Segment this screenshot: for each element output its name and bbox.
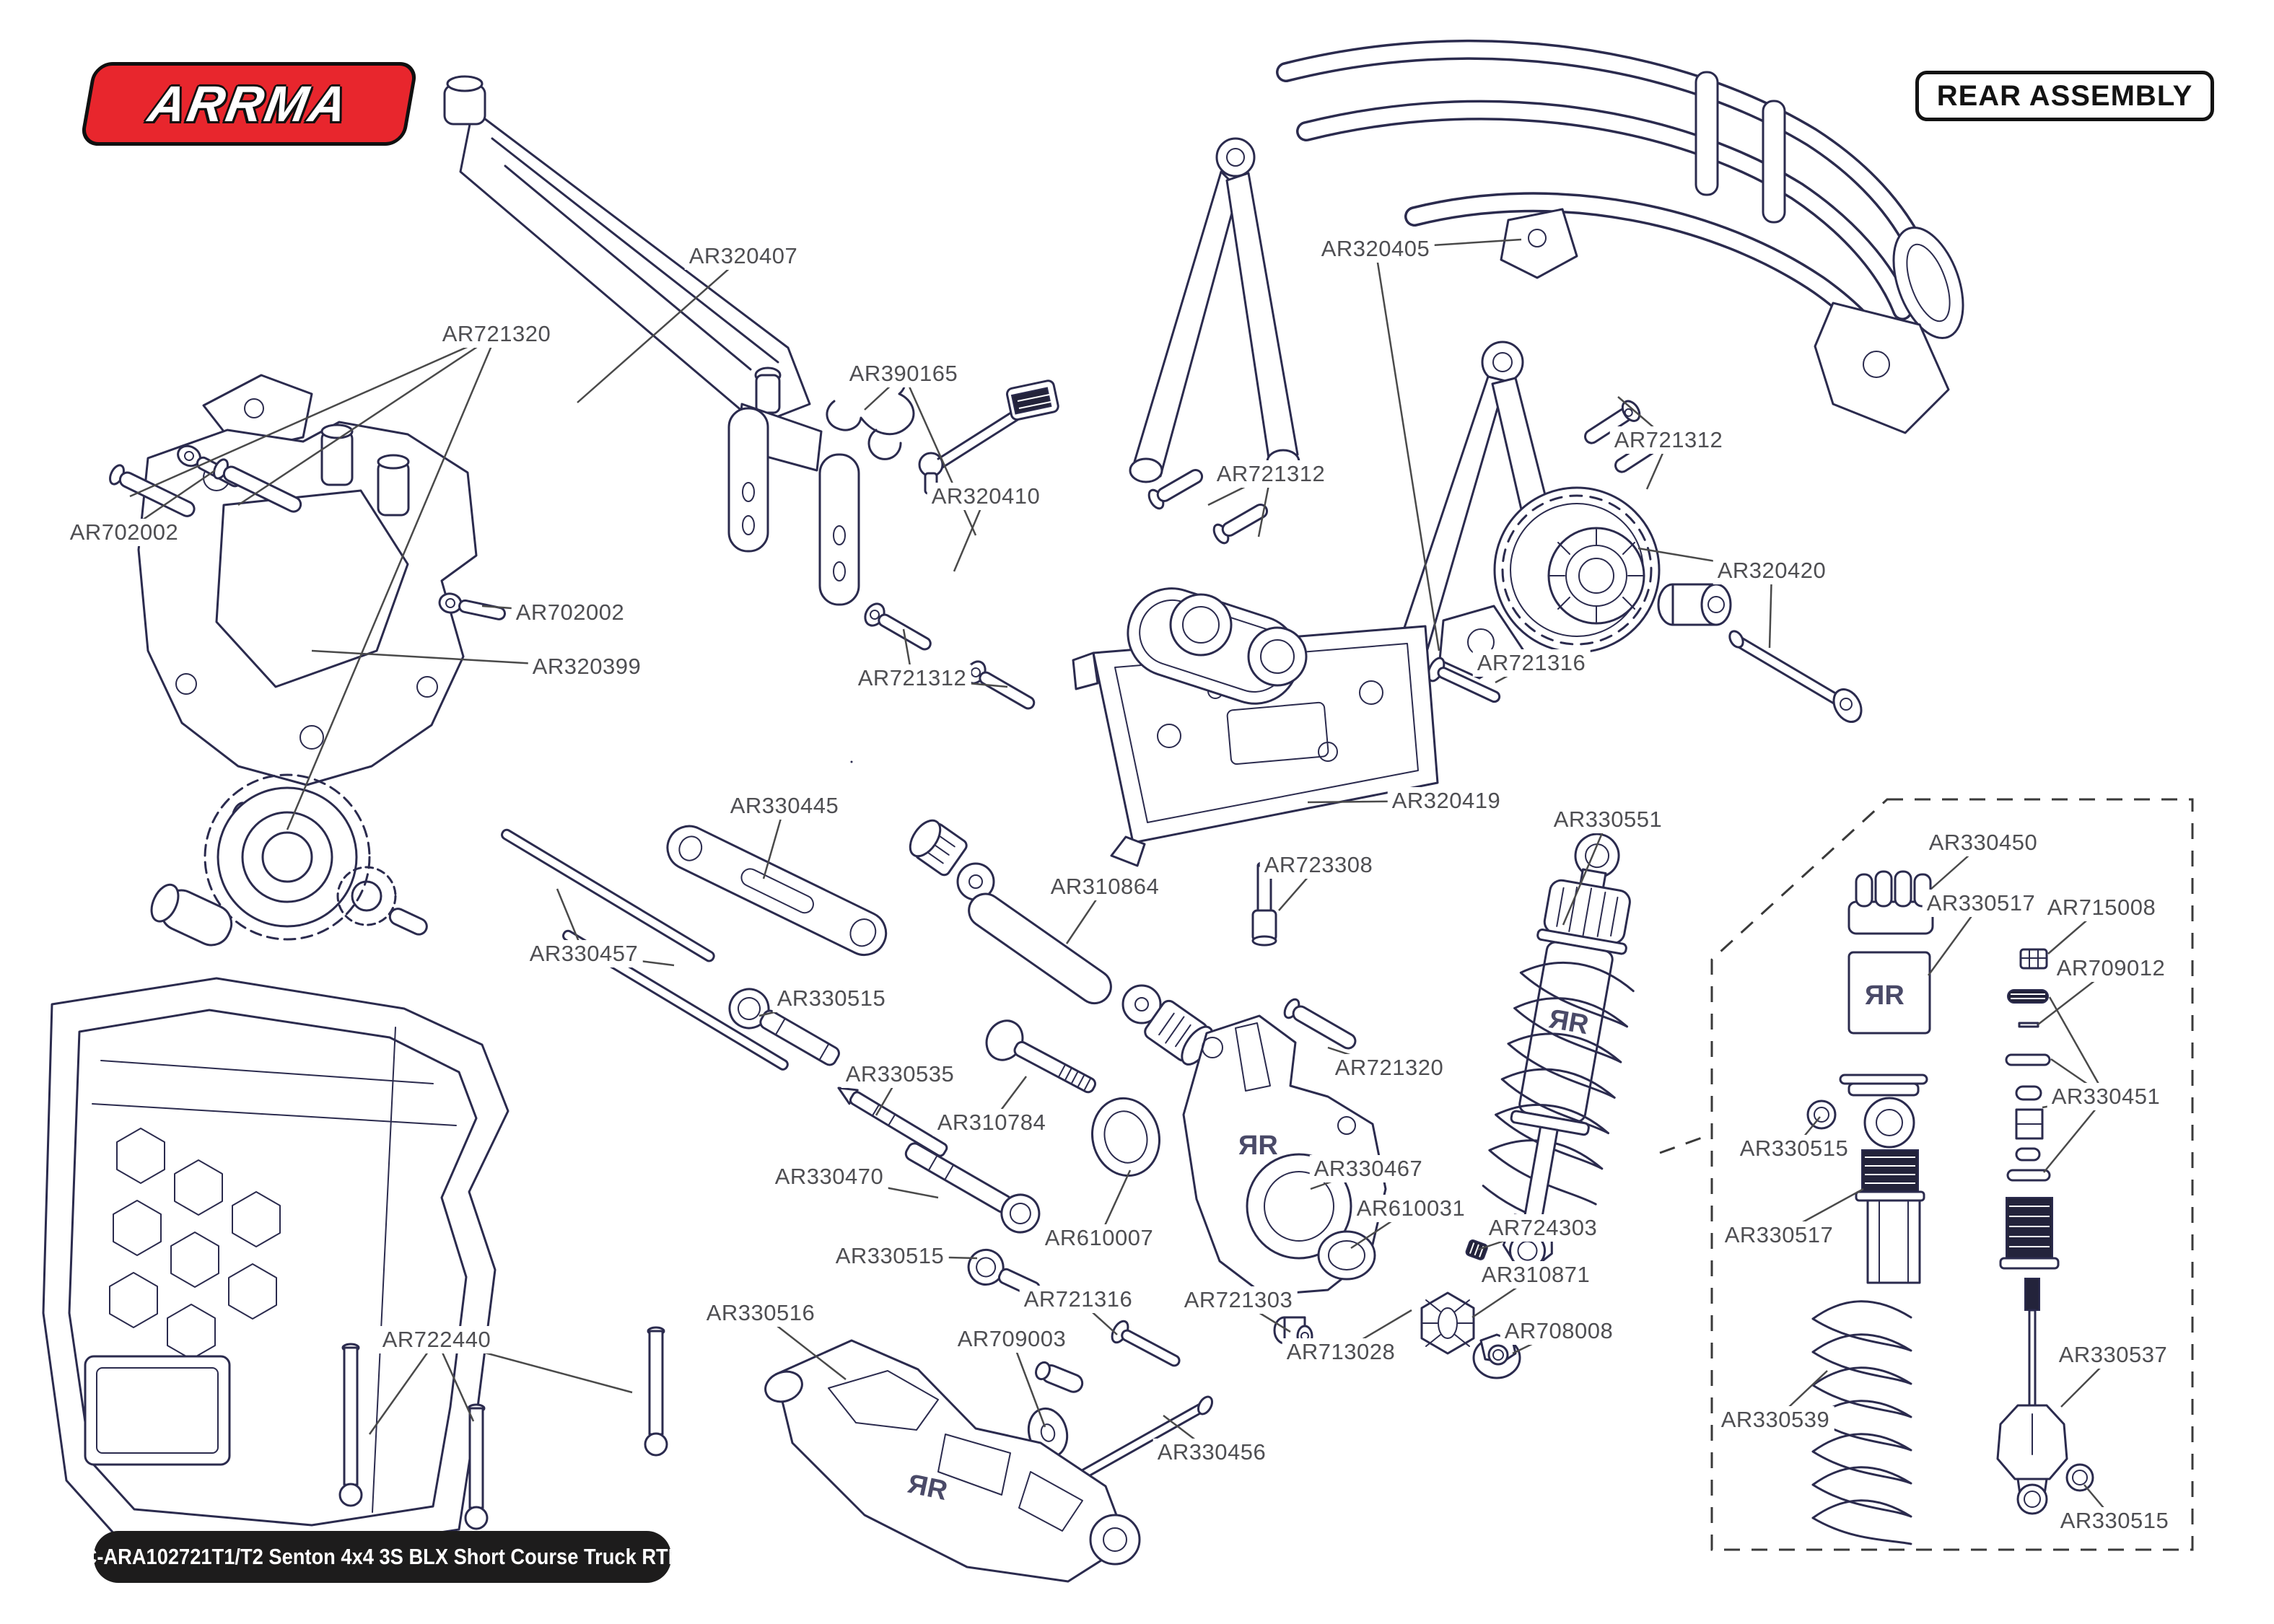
part-label-ar330517-44: AR330517 xyxy=(1720,1221,1838,1249)
part-label-ar713028-31: AR713028 xyxy=(1282,1338,1400,1366)
part-drawing-differential xyxy=(150,773,428,947)
part-label-ar330470-22: AR330470 xyxy=(770,1163,888,1190)
model-code-bar: C-ARA102721T1/T2 Senton 4x4 3S BLX Short… xyxy=(94,1531,671,1583)
part-label-ar610031-27: AR610031 xyxy=(1352,1195,1470,1222)
part-label-ar330467-26: AR330467 xyxy=(1309,1155,1427,1182)
part-label-ar330445-17: AR330445 xyxy=(725,792,844,820)
part-label-ar721312-8: AR721312 xyxy=(853,664,971,692)
part-label-ar320407-0: AR320407 xyxy=(684,242,803,270)
part-drawing-links xyxy=(728,988,1096,1393)
inset-shock-parts: ЯR xyxy=(1806,870,2094,1545)
diagram-title-box: REAR ASSEMBLY xyxy=(1915,71,2214,121)
part-label-ar330515-19: AR330515 xyxy=(772,985,891,1012)
part-drawing-shock-ar330551: ЯR xyxy=(1482,833,1635,1278)
part-label-ar721312-7: AR721312 xyxy=(1212,460,1330,488)
part-label-ar721320-1: AR721320 xyxy=(437,320,556,348)
part-drawing-rear-bumper-ar320405 xyxy=(850,39,1964,763)
part-label-ar320410-6: AR320410 xyxy=(927,483,1045,510)
part-label-ar310871-29: AR310871 xyxy=(1477,1261,1595,1289)
part-label-ar330551-14: AR330551 xyxy=(1549,806,1667,833)
part-label-ar330516-36: AR330516 xyxy=(701,1299,820,1327)
part-label-ar320420-12: AR320420 xyxy=(1713,557,1831,584)
part-drawing-small-screws xyxy=(864,400,1675,1367)
part-label-ar721320-25: AR721320 xyxy=(1330,1054,1448,1081)
part-label-ar330450-38: AR330450 xyxy=(1924,829,2042,856)
part-label-ar709003-34: AR709003 xyxy=(953,1325,1071,1353)
part-label-ar722440-37: AR722440 xyxy=(377,1326,496,1353)
part-label-ar330451-42: AR330451 xyxy=(2047,1083,2165,1110)
svg-text:ЯR: ЯR xyxy=(1238,1131,1278,1161)
part-label-ar330515-43: AR330515 xyxy=(1735,1135,1853,1162)
part-label-ar320399-10: AR320399 xyxy=(528,653,646,680)
part-label-ar320405-4: AR320405 xyxy=(1316,235,1435,263)
part-drawing-bulkhead-ar320399 xyxy=(137,374,478,786)
part-label-ar330535-20: AR330535 xyxy=(841,1061,959,1088)
arrma-logo: ARRMA xyxy=(79,62,419,146)
part-label-ar721316-33: AR721316 xyxy=(1019,1286,1137,1313)
part-label-ar330539-46: AR330539 xyxy=(1716,1406,1834,1434)
part-label-ar715008-40: AR715008 xyxy=(2042,894,2161,921)
model-code-text: C-ARA102721T1/T2 Senton 4x4 3S BLX Short… xyxy=(94,1544,671,1569)
part-label-ar310784-21: AR310784 xyxy=(932,1109,1051,1136)
part-label-ar330515-47: AR330515 xyxy=(2055,1507,2174,1535)
part-label-ar330517-39: AR330517 xyxy=(1922,890,2040,917)
part-label-ar702002-2: AR702002 xyxy=(65,519,183,546)
part-label-ar330457-18: AR330457 xyxy=(525,940,643,967)
part-label-ar320419-13: AR320419 xyxy=(1387,787,1505,815)
part-label-ar721316-11: AR721316 xyxy=(1472,649,1591,677)
part-label-ar709012-41: AR709012 xyxy=(2052,954,2170,982)
inset-detail-box xyxy=(1659,798,2194,1551)
arrma-logo-text: ARRMA xyxy=(144,76,354,132)
part-label-ar702002-9: AR702002 xyxy=(511,599,629,626)
part-drawing-wheel-ar320420 xyxy=(1493,486,1863,723)
diagram-title: REAR ASSEMBLY xyxy=(1936,79,2193,112)
part-label-ar610007-24: AR610007 xyxy=(1040,1224,1158,1252)
part-drawing-driveshaft-ar310864 xyxy=(909,819,1214,1066)
part-label-ar310864-16: AR310864 xyxy=(1046,873,1164,900)
part-label-ar390165-3: AR390165 xyxy=(844,360,963,387)
part-label-ar330537-45: AR330537 xyxy=(2054,1341,2172,1369)
part-drawing-lower-arm-ar330516: ЯR xyxy=(764,1339,1141,1583)
part-drawing-rear-brace-ar320407 xyxy=(443,75,860,606)
part-drawing-bearings-hardware xyxy=(1024,1097,1521,1512)
part-label-ar724303-28: AR724303 xyxy=(1484,1214,1602,1242)
part-label-ar721312-5: AR721312 xyxy=(1609,426,1728,454)
part-label-ar721303-32: AR721303 xyxy=(1179,1286,1298,1314)
part-label-ar330515-23: AR330515 xyxy=(831,1242,949,1270)
svg-text:ЯR: ЯR xyxy=(1865,980,1905,1011)
part-label-ar723308-15: AR723308 xyxy=(1259,851,1378,879)
part-drawing-body-clip-ar390165 xyxy=(826,369,1059,495)
part-drawing-pins-ar722440 xyxy=(338,1326,668,1530)
part-drawing-mount-ar320410 xyxy=(1127,587,1308,705)
part-label-ar708008-30: AR708008 xyxy=(1500,1317,1618,1345)
part-label-ar330456-35: AR330456 xyxy=(1153,1439,1271,1466)
